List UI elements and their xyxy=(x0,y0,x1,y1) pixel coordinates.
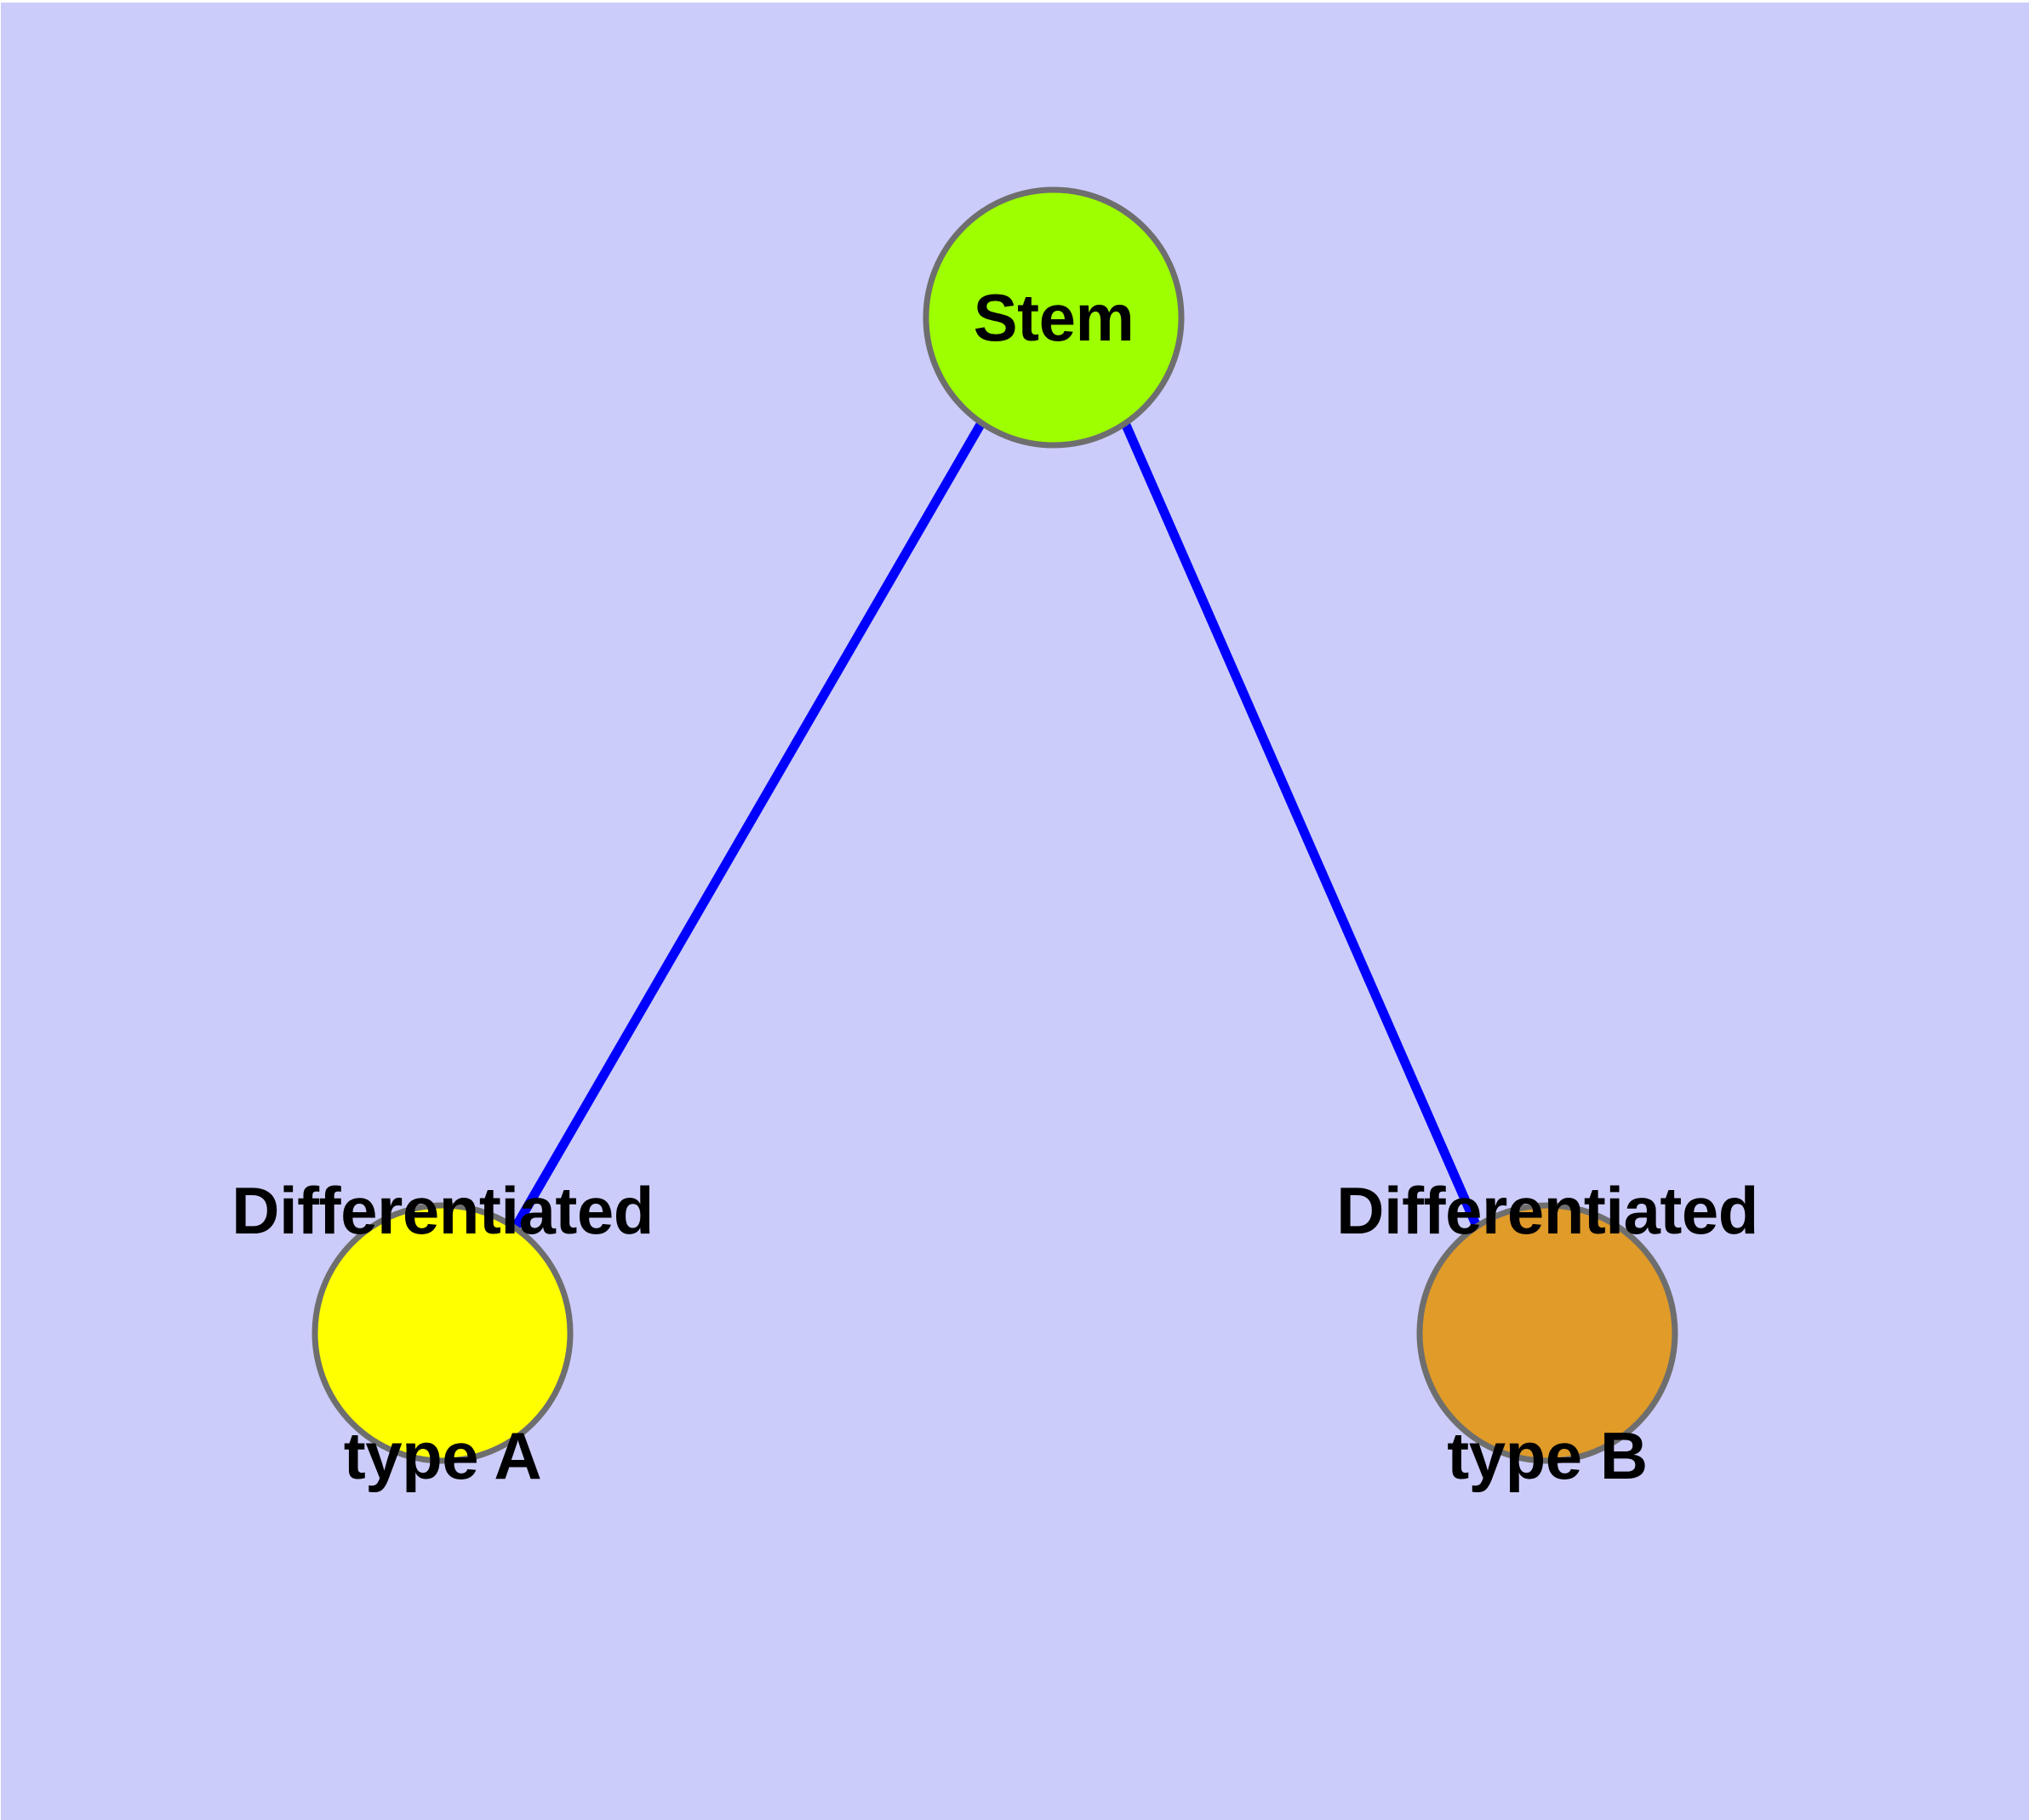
edge-stem-to-type-b[interactable] xyxy=(1120,421,1483,1233)
node-stem-circle[interactable] xyxy=(923,186,1185,449)
edge-stem-to-type-a[interactable] xyxy=(511,421,986,1231)
node-type-a-circle[interactable] xyxy=(311,1202,574,1464)
node-type-b-circle[interactable] xyxy=(1416,1202,1678,1464)
node-layer xyxy=(311,186,1678,1464)
edge-layer xyxy=(511,421,1483,1233)
